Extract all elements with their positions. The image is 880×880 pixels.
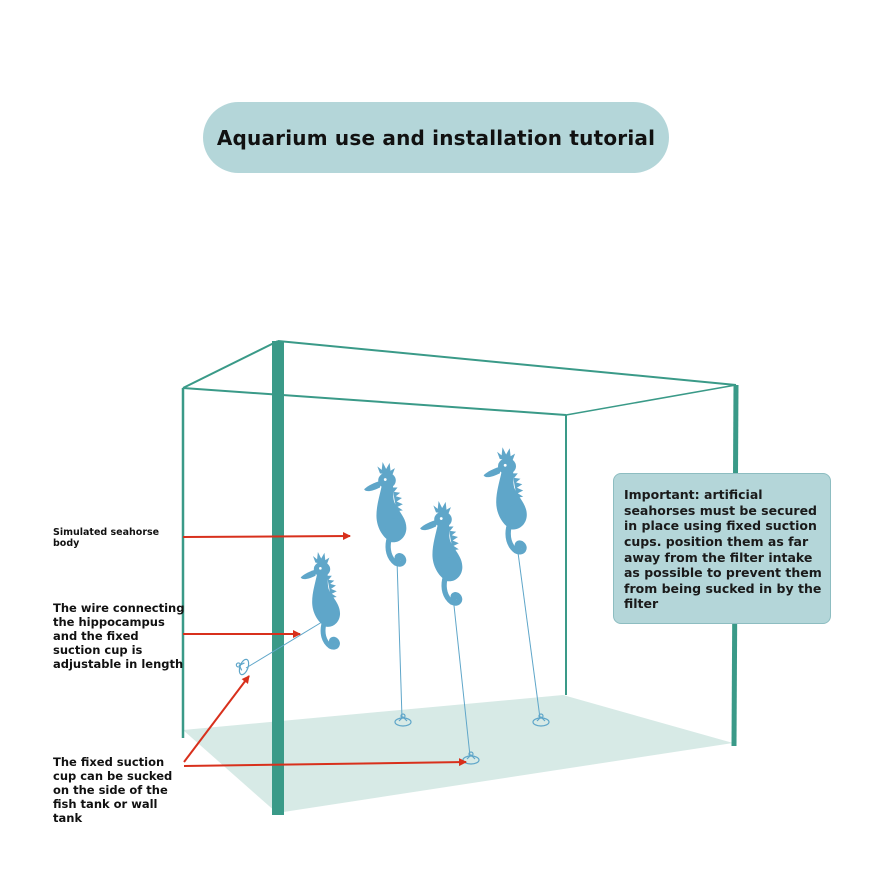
label-wire: The wire connecting the hippocampus and … [53, 601, 185, 672]
page-title: Aquarium use and installation tutorial [216, 125, 656, 150]
label-suction-cup: The fixed suction cup can be sucked on t… [53, 755, 173, 826]
important-note-text: Important: artificial seahorses must be … [624, 487, 822, 612]
arrow-icon [182, 532, 467, 767]
tank-frame [181, 340, 739, 815]
label-seahorse-body: Simulated seahorse body [53, 527, 160, 550]
wires [245, 544, 541, 757]
title-banner: Aquarium use and installation tutorial [203, 102, 669, 173]
important-note-panel: Important: artificial seahorses must be … [613, 473, 831, 624]
seahorse-icon [301, 447, 527, 647]
tank-floor [183, 695, 733, 813]
